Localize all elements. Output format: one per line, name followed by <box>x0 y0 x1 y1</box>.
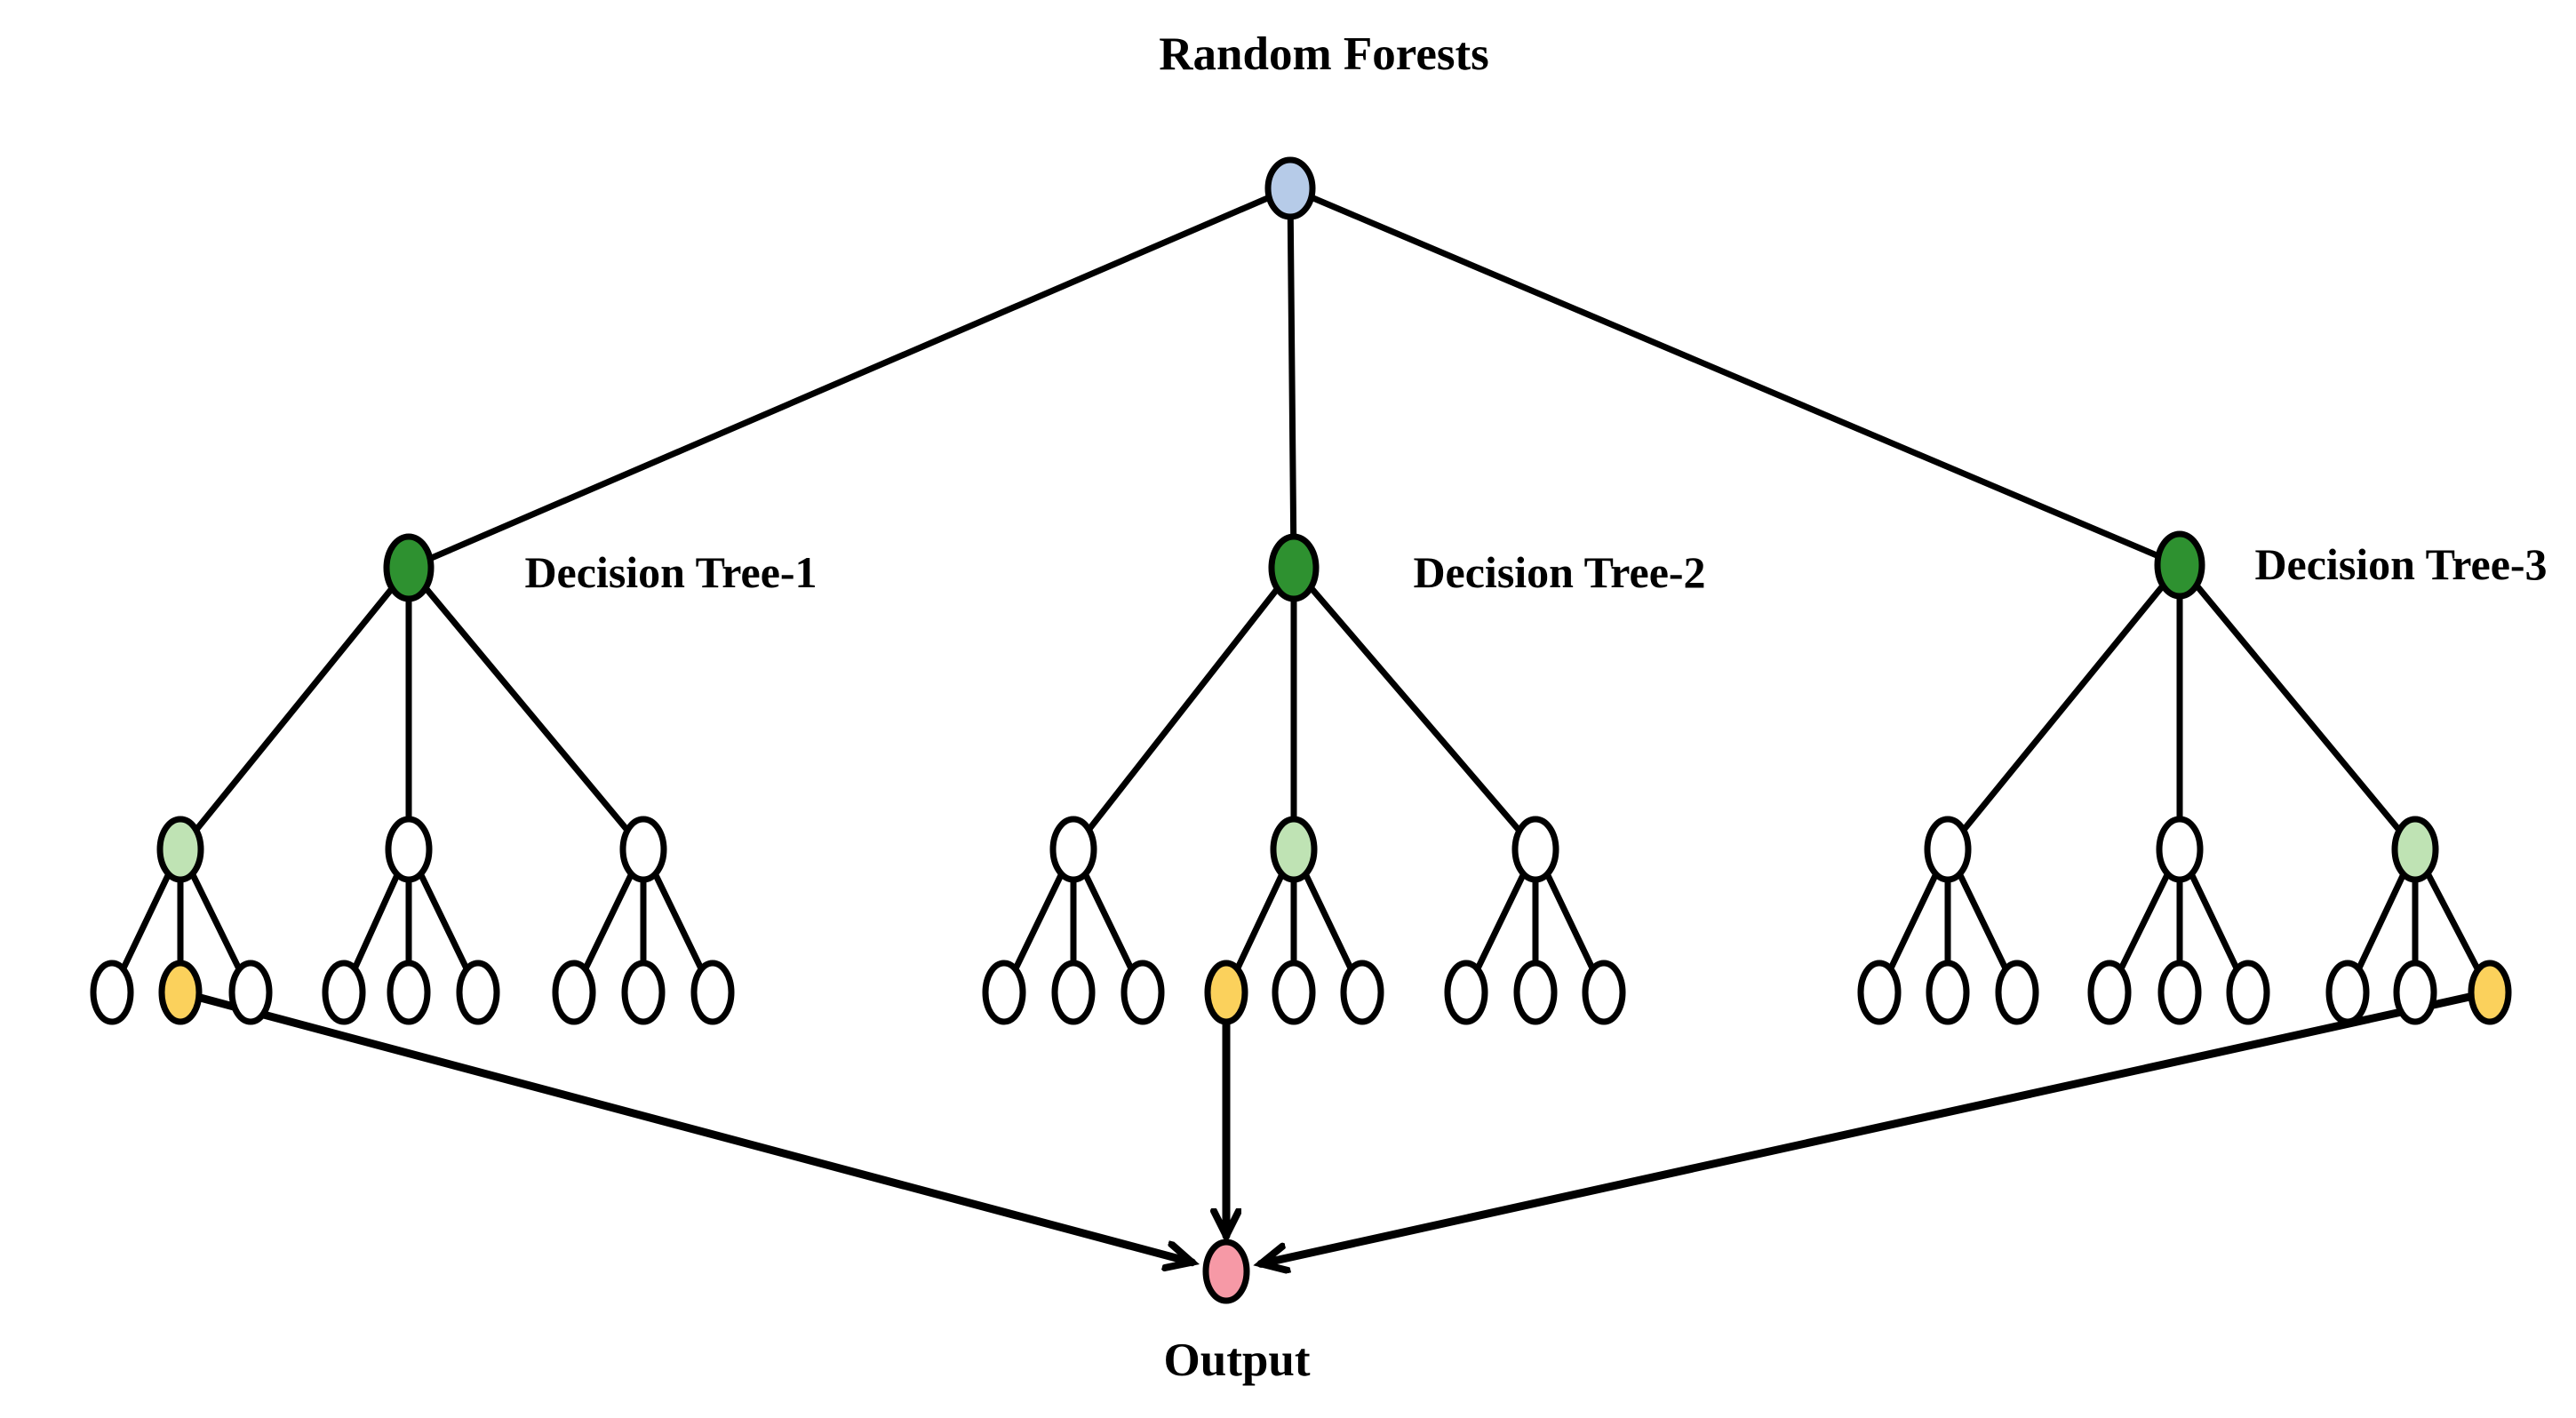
edge-tree-1-root-to-mid-1 <box>177 564 412 853</box>
tree-3-leaf-node-1 <box>2087 960 2132 1025</box>
tree-2-leaf-node-1 <box>982 960 1026 1025</box>
tree-3-root-node <box>2154 530 2205 600</box>
tree-1-mid-node-2 <box>385 816 433 883</box>
edge-forest-to-tree-2 <box>1287 185 1297 571</box>
tree-2-mid-node-1 <box>1049 816 1097 883</box>
tree-2-label: Decision Tree-2 <box>1413 547 1705 597</box>
vote-arrows-layer <box>176 988 2494 1263</box>
tree-2-mid-node-3 <box>1511 816 1559 883</box>
vote-arrow-tree-3 <box>1261 988 2494 1263</box>
tree-3-leaf-node-1 <box>1857 960 1902 1025</box>
edge-tree-3-root-to-mid-1 <box>1944 562 2183 853</box>
output-node <box>1202 1239 1250 1304</box>
tree-2-root-node <box>1268 533 1320 602</box>
tree-1-mid-node-3 <box>619 816 667 883</box>
edge-tree-1-root-to-mid-3 <box>405 564 647 853</box>
tree-1-label: Decision Tree-1 <box>524 547 817 597</box>
edge-forest-to-tree-1 <box>405 185 1294 571</box>
edge-tree-3-root-to-mid-3 <box>2176 562 2419 853</box>
tree-2-leaf-node-2 <box>1051 960 1096 1025</box>
tree-1-leaf-node-1 <box>322 960 366 1025</box>
tree-3-leaf-node-1 <box>2325 960 2370 1025</box>
tree-1-leaf-node-3 <box>456 960 500 1025</box>
tree-3-leaf-node-3 <box>2226 960 2270 1025</box>
tree-2-leaf-node-3 <box>1121 960 1165 1025</box>
tree-2-leaf-node-2 <box>1513 960 1558 1025</box>
tree-1-root-node <box>383 533 435 602</box>
tree-2-leaf-node-2 <box>1272 960 1316 1025</box>
tree-3-leaf-node-2 <box>2393 960 2437 1025</box>
tree-3-label: Decision Tree-3 <box>2254 539 2547 589</box>
tree-1-leaf-node-1 <box>90 960 134 1025</box>
tree-1-leaf-node-2 <box>621 960 666 1025</box>
diagram-title: Random Forests <box>1159 28 1489 80</box>
output-label: Output <box>1164 1334 1311 1386</box>
random-forests-root-node <box>1264 156 1316 220</box>
tree-3-leaf-node-2 <box>2157 960 2202 1025</box>
tree-2-leaf-node-3 <box>1582 960 1626 1025</box>
tree-1-leaf-node-3 <box>228 960 273 1025</box>
tree-3-mid-node-3 <box>2391 816 2439 883</box>
tree-3-leaf-node-2 <box>1926 960 1970 1025</box>
tree-2-leaf-node-1 <box>1204 960 1248 1025</box>
vote-arrow-tree-1 <box>176 988 1192 1263</box>
tree-2-mid-node-2 <box>1270 816 1318 883</box>
tree-1-leaf-node-3 <box>690 960 735 1025</box>
tree-3-leaf-node-3 <box>1995 960 2039 1025</box>
tree-2-leaf-node-1 <box>1444 960 1488 1025</box>
tree-3-leaf-node-3 <box>2468 960 2512 1025</box>
tree-3-mid-node-1 <box>1924 816 1972 883</box>
nodes-layer <box>90 156 2512 1304</box>
tree-3-mid-node-2 <box>2156 816 2204 883</box>
tree-1-mid-node-1 <box>156 816 204 883</box>
edge-tree-2-root-to-mid-1 <box>1070 564 1297 853</box>
tree-2-leaf-node-3 <box>1340 960 1384 1025</box>
edge-tree-2-root-to-mid-3 <box>1290 564 1539 853</box>
tree-1-leaf-node-1 <box>552 960 596 1025</box>
tree-1-leaf-node-2 <box>387 960 431 1025</box>
tree-1-leaf-node-2 <box>158 960 203 1025</box>
edge-forest-to-tree-3 <box>1287 185 2183 569</box>
